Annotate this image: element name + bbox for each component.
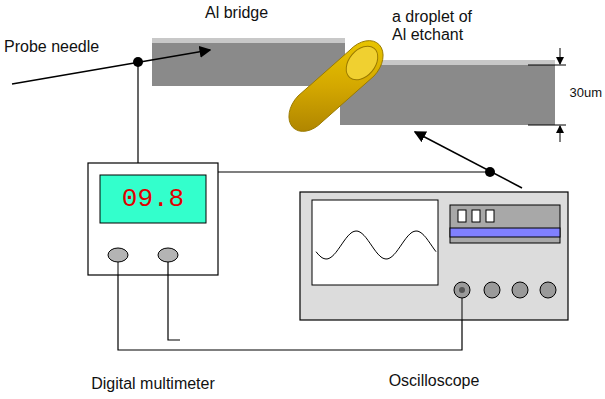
lcd-display: 09.8 [100, 175, 206, 223]
multimeter-caption: Digital multimeter [91, 375, 215, 393]
signal-wire [118, 275, 462, 350]
wire [168, 262, 180, 340]
part-name: a droplet of Al etchant [392, 8, 484, 45]
dimension-line [528, 48, 566, 142]
input-lead [462, 298, 463, 320]
dimension-label: 30um [569, 86, 602, 101]
terminal-lead [118, 262, 119, 275]
oscilloscope: Oscilloscope [300, 192, 568, 320]
display-reading: 09.8 [122, 184, 184, 214]
oscilloscope-caption: Oscilloscope [389, 372, 480, 390]
part-name: Probe needle [4, 38, 99, 56]
multimeter-body [88, 163, 218, 275]
part-name: Al bridge [205, 4, 268, 22]
oscilloscope-body [300, 192, 568, 320]
etchant-droplet [289, 40, 384, 131]
multimeter: Digital multimeter09.8 [88, 163, 218, 275]
